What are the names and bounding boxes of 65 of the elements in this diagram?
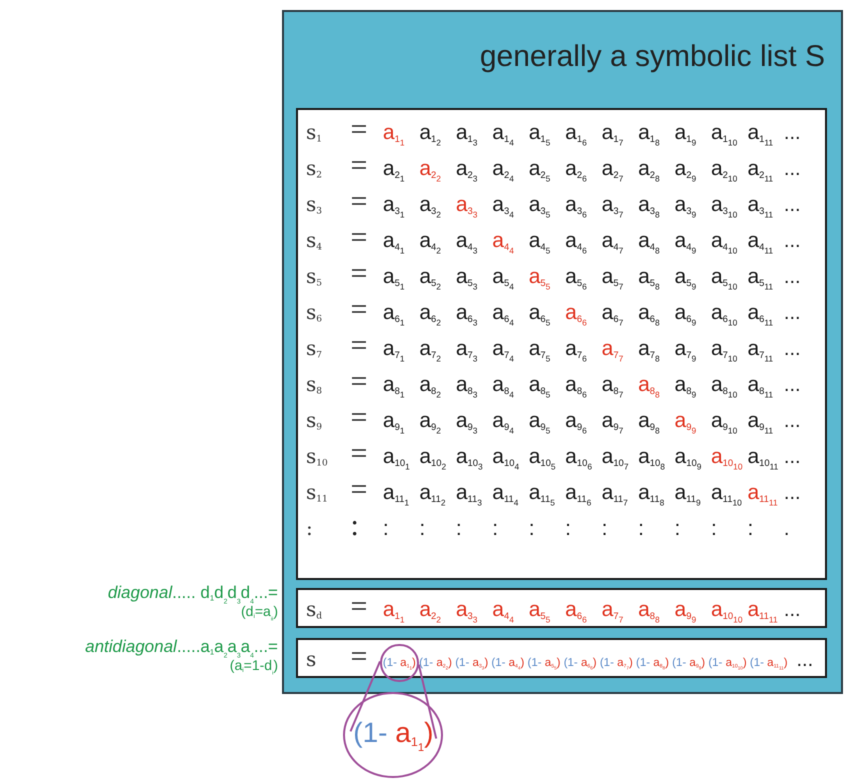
sequence-row-box xyxy=(296,588,827,628)
equals-sign: = xyxy=(350,400,368,436)
row-label: s$_{2}$ xyxy=(306,155,323,183)
equals-sign: = xyxy=(350,220,368,256)
term: : xyxy=(456,516,463,542)
row-label: s$_{d}$ xyxy=(306,596,324,624)
equals-sign: : xyxy=(350,508,360,544)
ellipsis-dots: ... xyxy=(784,230,801,252)
ellipsis-dots: ... xyxy=(784,122,801,144)
row-label: s$_{1}$ xyxy=(306,119,323,147)
panel-title: generally a symbolic list S xyxy=(480,40,825,74)
row-label: s$_{6}$ xyxy=(306,299,323,327)
magnified-term: (1- a$_{1}$$_{1}$) xyxy=(343,692,444,778)
term: : xyxy=(747,516,754,542)
list-panel xyxy=(282,10,843,694)
ellipsis-dots: ... xyxy=(784,302,801,324)
equals-sign: = xyxy=(350,112,368,148)
ellipsis-dots: . xyxy=(784,518,790,540)
row-label: s$_{3}$ xyxy=(306,191,323,219)
row-label: s$_{11}$ xyxy=(306,479,329,507)
ellipsis-dots: ... xyxy=(796,649,814,671)
term: : xyxy=(419,516,426,542)
term: : xyxy=(674,516,682,542)
equals-sign: = xyxy=(350,364,368,400)
equals-sign: = xyxy=(350,292,368,328)
ellipsis-dots: ... xyxy=(784,266,801,288)
equals-sign: = xyxy=(350,472,368,508)
row-label: s$_{4}$ xyxy=(306,227,323,255)
equals-sign: = xyxy=(350,436,368,472)
sequence-row-box xyxy=(296,638,827,678)
row-label: s xyxy=(306,646,318,673)
equals-sign: = xyxy=(350,148,368,184)
equals-sign: = xyxy=(350,589,368,625)
term: : xyxy=(638,516,645,542)
ellipsis-dots: ... xyxy=(784,446,801,468)
ellipsis-dots: ... xyxy=(784,194,801,216)
row-label: s$_{7}$ xyxy=(306,335,323,363)
equals-sign: = xyxy=(350,328,368,364)
term: : xyxy=(710,516,718,542)
term: : xyxy=(528,516,536,542)
term: : xyxy=(565,516,572,542)
row-label: s$_{8}$ xyxy=(306,371,323,399)
formula-note: (d$_{i}$=a$_{ii}$) xyxy=(241,603,278,622)
equals-sign: = xyxy=(350,639,368,675)
ellipsis-dots: ... xyxy=(784,410,801,432)
ellipsis-dots: ... xyxy=(784,158,801,180)
row-label: s$_{10}$ xyxy=(306,443,329,471)
term: : xyxy=(492,516,500,542)
leader-line xyxy=(418,664,438,739)
term: : xyxy=(602,516,608,542)
term: : xyxy=(382,516,390,542)
ellipsis-dots: ... xyxy=(784,599,801,621)
row-label: s$_{5}$ xyxy=(306,263,323,291)
ellipsis-dots: ... xyxy=(784,482,801,504)
formula-label: antidiagonal.....a$_{1}$a$_{2}$a$_{3}$a$_{4}$...= xyxy=(85,637,278,660)
formula-note: (a$_{i}$=1-d$_{i}$) xyxy=(230,657,278,676)
equals-sign: = xyxy=(350,184,368,220)
row-label: s$_{9}$ xyxy=(306,407,323,435)
equals-sign: = xyxy=(350,256,368,292)
sequence-table xyxy=(296,108,827,580)
formula-label: diagonal..... d$_{1}$d$_{2}$d$_{3}$d$_{4}$...= xyxy=(108,583,278,606)
row-label: : xyxy=(306,515,314,542)
ellipsis-dots: ... xyxy=(784,338,801,360)
magnify-circle xyxy=(380,644,419,682)
ellipsis-dots: ... xyxy=(784,374,801,396)
